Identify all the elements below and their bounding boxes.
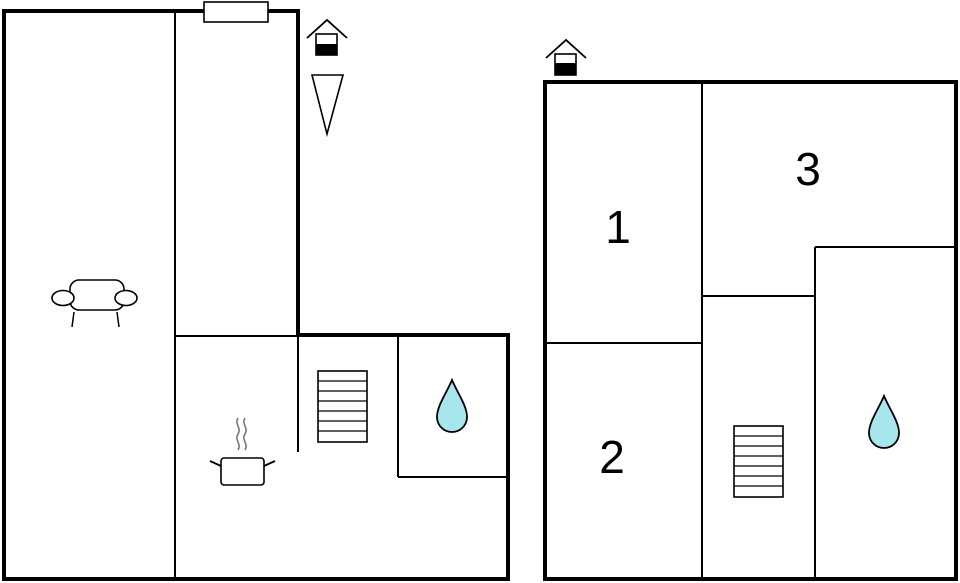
ground-floor-plan: [2, 1, 510, 581]
room-number-2: 2: [599, 431, 625, 483]
upper-floor-plan: 1 2 3: [543, 80, 958, 581]
room-number-1: 1: [605, 201, 631, 253]
house-entrance-icon: [306, 18, 348, 56]
room-number-3: 3: [795, 143, 821, 195]
stairs-icon: [733, 425, 784, 498]
house-entrance-icon: [545, 38, 587, 76]
water-drop-icon: [436, 377, 468, 433]
north-arrow-icon: [310, 74, 345, 138]
upper-floor-outer-wall: [543, 80, 958, 581]
ground-floor-outer-wall: [2, 9, 510, 581]
stairs-icon: [317, 370, 368, 443]
water-drop-icon: [868, 393, 900, 449]
cooking-pot-icon: [209, 417, 276, 486]
sofa-icon: [51, 279, 138, 328]
window: [203, 1, 269, 23]
